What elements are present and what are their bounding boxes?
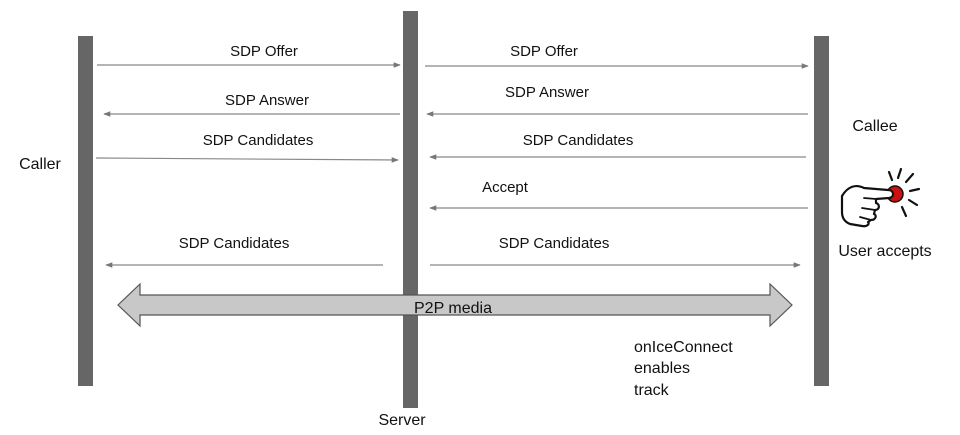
hand-pressing-button-icon [840,167,921,228]
on-ice-note-line1: onIceConnect [634,339,733,356]
candidates-caller-to-server-arrow [95,157,399,163]
p2p-media-label: P2P media [414,300,492,317]
on-ice-note-line3: track [634,382,670,399]
server-lifeline [403,11,418,408]
callee-label: Callee [852,118,897,135]
offer-caller-to-server-label: SDP Offer [230,43,298,60]
caller-label: Caller [19,156,61,173]
answer-server-to-caller-label: SDP Answer [225,92,309,109]
on-ice-note-line2: enables [634,360,690,377]
candidates-server-to-callee-label: SDP Candidates [499,235,610,252]
accept-callee-to-server-label: Accept [482,179,529,196]
candidates-caller-to-server-label: SDP Candidates [203,132,314,149]
answer-callee-to-server-label: SDP Answer [505,84,589,101]
p2p-media-arrow [117,282,793,328]
candidates-callee-to-server-label: SDP Candidates [523,132,634,149]
caller-lifeline [78,36,93,386]
server-label: Server [378,412,426,429]
offer-server-to-callee-label: SDP Offer [510,43,578,60]
candidates-server-to-caller-label: SDP Candidates [179,235,290,252]
user-accepts-note: User accepts [838,243,931,260]
callee-lifeline [814,36,829,386]
